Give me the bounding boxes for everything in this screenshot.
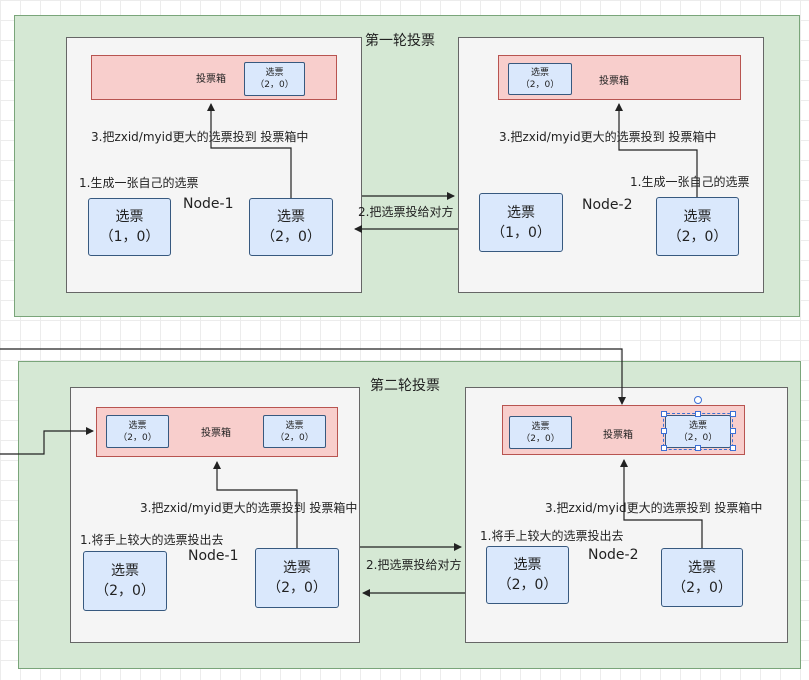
resize-handle-s[interactable] bbox=[695, 445, 701, 451]
round1-node1-step1-label: 1.生成一张自己的选票 bbox=[79, 176, 199, 190]
vote-value: （1，0） bbox=[99, 229, 160, 245]
resize-handle-n[interactable] bbox=[695, 411, 701, 417]
resize-handle-sw[interactable] bbox=[661, 445, 667, 451]
vote-value: （2，0） bbox=[667, 228, 728, 245]
round2-node2-box-vote-right[interactable]: 选票 （2，0） bbox=[663, 413, 733, 450]
r2-n1-recv-to-box-arrow bbox=[213, 461, 298, 548]
vote-label: 选票 bbox=[285, 420, 304, 431]
vote-value: （2，0） bbox=[118, 432, 157, 443]
r1-n1-recv-to-box-arrow bbox=[207, 103, 292, 198]
vote-value: （2，0） bbox=[255, 80, 294, 90]
round2-node2-box-vote-left[interactable]: 选票 （2，0） bbox=[509, 416, 572, 449]
round1-node1-own-vote[interactable]: 选票 （1，0） bbox=[88, 198, 171, 256]
r2-n2-own-to-box-arrow bbox=[620, 459, 703, 548]
resize-handle-nw[interactable] bbox=[661, 411, 667, 417]
round1-title: 第一轮投票 bbox=[365, 33, 435, 49]
round1-node2-recv-vote[interactable]: 选票 （1，0） bbox=[479, 193, 563, 252]
vote-label: 选票 bbox=[513, 557, 542, 573]
round2-node2-step3-label: 3.把zxid/myid更大的选票投到 投票箱中 bbox=[545, 501, 763, 515]
vote-label: 选票 bbox=[265, 68, 284, 78]
round1-node2-name: Node-2 bbox=[582, 197, 633, 213]
round1-node2-step3-label: 3.把zxid/myid更大的选票投到 投票箱中 bbox=[499, 130, 717, 144]
r1-n2-own-to-box-arrow bbox=[615, 103, 698, 197]
round1-node1-ballot-box-label: 投票箱 bbox=[196, 74, 226, 85]
round2-node2-recv-vote[interactable]: 选票 （2，0） bbox=[486, 546, 569, 604]
left-connector-to-r2-node1-box bbox=[0, 427, 94, 455]
vote-label: 选票 bbox=[115, 209, 144, 225]
resize-handle-w[interactable] bbox=[661, 428, 667, 434]
round1-node2-own-vote[interactable]: 选票 （2，0） bbox=[656, 197, 739, 256]
vote-value: （2，0） bbox=[267, 580, 327, 596]
round1-node1-box-vote[interactable]: 选票 （2，0） bbox=[244, 62, 305, 96]
round2-node1-own-vote[interactable]: 选票 （2，0） bbox=[83, 551, 167, 611]
rotate-handle[interactable] bbox=[694, 396, 702, 404]
round2-node1-step1-label: 1.将手上较大的选票投出去 bbox=[80, 533, 224, 547]
vote-label: 选票 bbox=[688, 559, 716, 576]
vote-value: （2，0） bbox=[261, 229, 321, 245]
long-connector-to-r2-node2-box bbox=[0, 348, 626, 405]
vote-value: （2，0） bbox=[95, 583, 155, 599]
round2-title: 第二轮投票 bbox=[370, 378, 440, 394]
round1-node2-box-vote[interactable]: 选票 （2，0） bbox=[508, 63, 572, 95]
round2-node1-ballot-box-label: 投票箱 bbox=[201, 428, 231, 439]
round2-node1-recv-vote[interactable]: 选票 （2，0） bbox=[255, 548, 339, 608]
vote-label: 选票 bbox=[283, 560, 311, 576]
round1-node1-step3-label: 3.把zxid/myid更大的选票投到 投票箱中 bbox=[91, 130, 309, 144]
round2-step2-label: 2.把选票投给对方 bbox=[366, 558, 462, 572]
round1-node2-step1-label: 1.生成一张自己的选票 bbox=[630, 175, 750, 189]
vote-label: 选票 bbox=[683, 208, 712, 225]
vote-label: 选票 bbox=[111, 563, 139, 579]
round2-node1-name: Node-1 bbox=[188, 548, 239, 564]
vote-label: 选票 bbox=[530, 68, 549, 78]
round2-node2-own-vote[interactable]: 选票 （2，0） bbox=[661, 548, 743, 607]
vote-value: （2，0） bbox=[497, 577, 558, 593]
vote-value: （2，0） bbox=[672, 579, 732, 596]
round2-node2-ballot-box-label: 投票箱 bbox=[603, 430, 633, 441]
vote-label: 选票 bbox=[688, 420, 707, 431]
round2-node2-name: Node-2 bbox=[588, 547, 639, 563]
resize-handle-e[interactable] bbox=[730, 428, 736, 434]
round2-node2-step1-label: 1.将手上较大的选票投出去 bbox=[480, 529, 624, 543]
round2-node1-step3-label: 3.把zxid/myid更大的选票投到 投票箱中 bbox=[140, 501, 358, 515]
round1-step2-label: 2.把选票投给对方 bbox=[358, 205, 454, 219]
vote-value: （2，0） bbox=[520, 80, 560, 90]
vote-label: 选票 bbox=[277, 209, 305, 225]
resize-handle-se[interactable] bbox=[730, 445, 736, 451]
vote-value: （2，0） bbox=[678, 432, 718, 443]
round1-node1-recv-vote[interactable]: 选票 （2，0） bbox=[249, 198, 333, 256]
vote-value: （1，0） bbox=[491, 224, 551, 241]
vote-value: （2，0） bbox=[275, 432, 314, 443]
round2-node1-box-vote-right[interactable]: 选票 （2，0） bbox=[263, 415, 326, 448]
round1-node1-name: Node-1 bbox=[183, 196, 234, 212]
round2-node1-box-vote-left[interactable]: 选票 （2，0） bbox=[106, 415, 169, 448]
resize-handle-ne[interactable] bbox=[730, 411, 736, 417]
vote-value: （2，0） bbox=[521, 433, 560, 444]
vote-label: 选票 bbox=[531, 421, 550, 432]
round1-node2-ballot-box-label: 投票箱 bbox=[599, 76, 629, 87]
vote-label: 选票 bbox=[128, 420, 147, 431]
vote-label: 选票 bbox=[507, 204, 535, 221]
